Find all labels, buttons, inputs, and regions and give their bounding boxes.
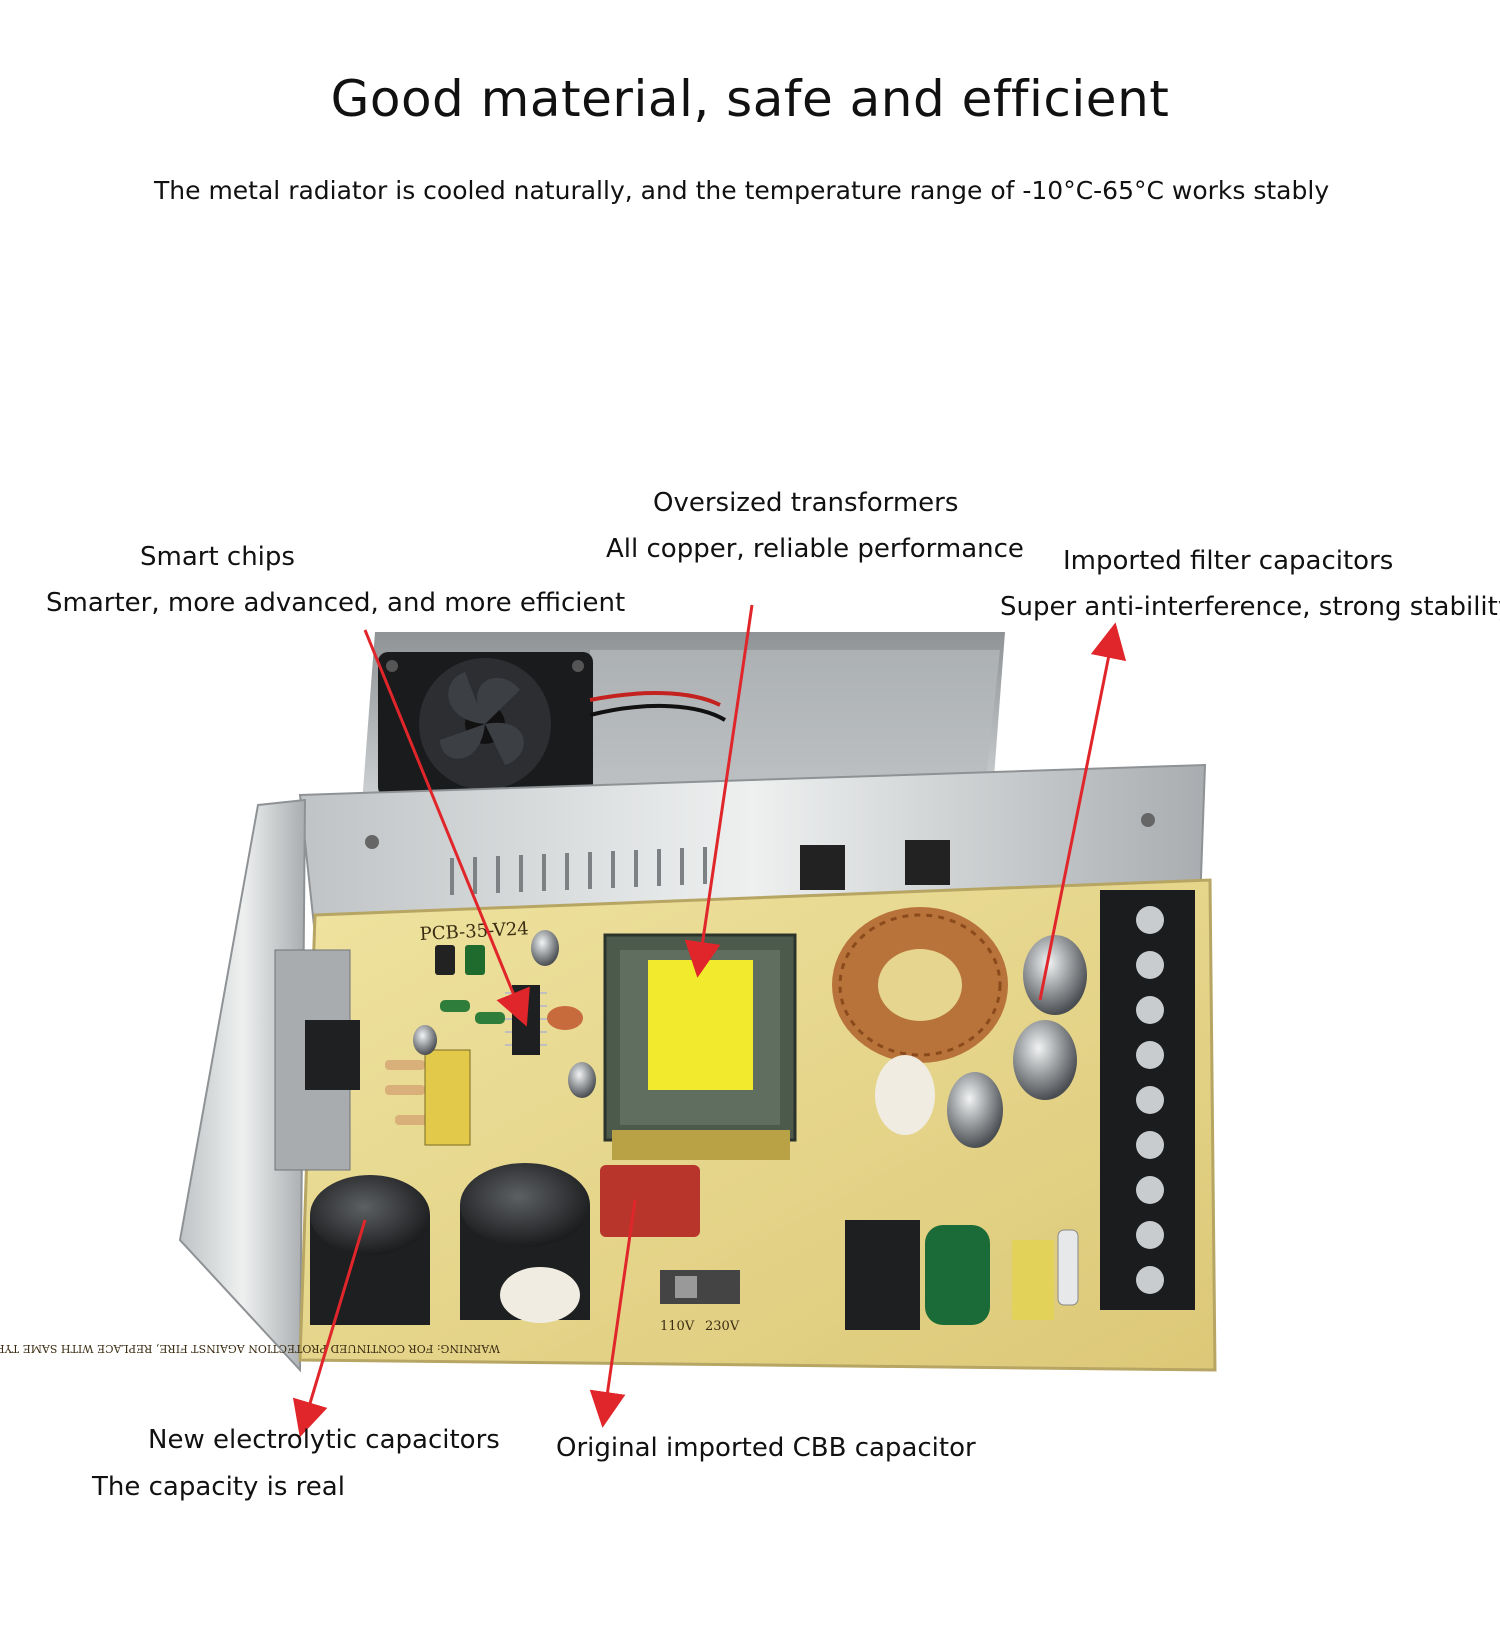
fan-cable-red <box>589 691 721 707</box>
callout-cbb-title: Original imported CBB capacitor <box>556 1433 976 1463</box>
callout-smart-chips-title: Smart chips <box>140 542 295 572</box>
arrow-electrolytic <box>292 1219 367 1438</box>
warning-print: WARNING: FOR CONTINUED PROTECTION AGAINS… <box>0 1342 500 1355</box>
common-mode-choke <box>925 1225 990 1325</box>
svg-text:230V: 230V <box>705 1319 740 1334</box>
electrolytic-capacitors <box>310 1163 590 1325</box>
callout-filter-capacitors-detail: Super anti-interference, strong stabilit… <box>1000 592 1500 622</box>
filter-capacitors <box>947 935 1087 1148</box>
fuse <box>1057 1229 1079 1306</box>
enclosure-left-wall <box>178 798 307 1373</box>
callout-transformers-title: Oversized transformers <box>653 488 959 518</box>
terminal-block <box>1100 890 1195 1310</box>
voltage-switch: 110V 230V <box>660 1270 740 1334</box>
arrow-transformers <box>684 604 754 978</box>
left-heatsink <box>274 949 360 1171</box>
transformer <box>603 933 797 1160</box>
bridge-rectifier <box>845 1220 920 1330</box>
callout-transformers-detail: All copper, reliable performance <box>606 534 1024 564</box>
page-subtitle: The metal radiator is cooled naturally, … <box>154 176 1330 205</box>
arrow-smart-chips <box>363 629 530 1027</box>
small-components <box>385 930 596 1146</box>
arrow-filter-capacitors <box>1038 622 1127 1001</box>
cbb-capacitor <box>600 1165 700 1237</box>
toroid-inductor <box>832 907 1008 1135</box>
callout-electrolytic-detail: The capacity is real <box>92 1472 345 1502</box>
x-capacitor <box>1012 1240 1054 1320</box>
callout-electrolytic-title: New electrolytic capacitors <box>148 1425 500 1455</box>
arrow-cbb <box>589 1199 637 1428</box>
svg-text:110V: 110V <box>660 1319 695 1334</box>
page-title: Good material, safe and efficient <box>330 70 1170 128</box>
callout-filter-capacitors-title: Imported filter capacitors <box>1063 546 1394 576</box>
fan-cable-black <box>589 703 727 722</box>
cooling-fan <box>378 652 593 797</box>
callout-smart-chips-detail: Smarter, more advanced, and more efficie… <box>46 588 626 618</box>
